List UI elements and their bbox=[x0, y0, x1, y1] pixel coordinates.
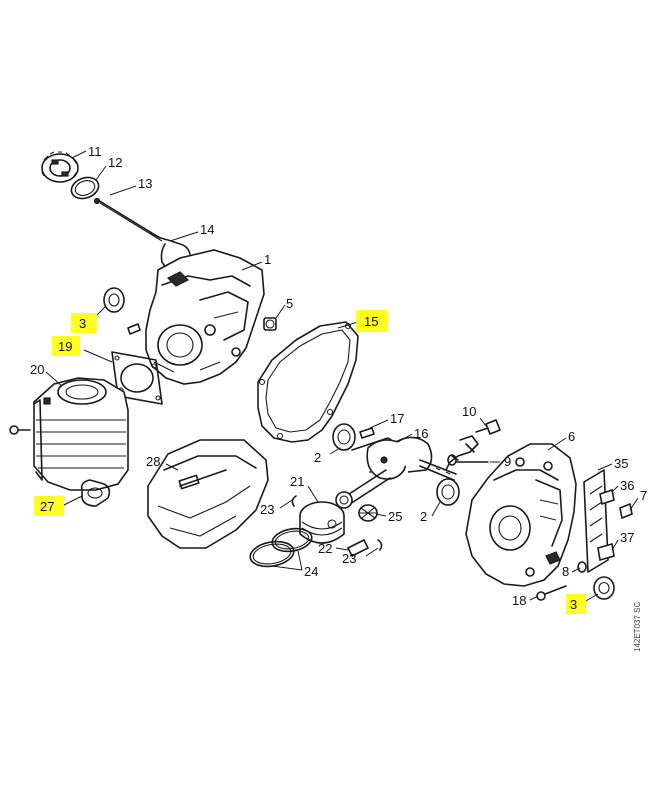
part-6-crankcase-right bbox=[465, 443, 577, 587]
part-35-plate bbox=[583, 469, 609, 573]
callout-13: 13 bbox=[138, 176, 152, 191]
part-19-gasket bbox=[111, 351, 163, 405]
callout-2-right: 2 bbox=[420, 509, 427, 524]
part-9-tube bbox=[447, 454, 489, 466]
callout-17: 17 bbox=[390, 411, 404, 426]
callout-21: 21 bbox=[290, 474, 304, 489]
callout-16: 16 bbox=[414, 426, 428, 441]
callout-8: 8 bbox=[562, 564, 569, 579]
callout-12: 12 bbox=[108, 155, 122, 170]
part-8-plug bbox=[577, 561, 587, 573]
callout-18: 18 bbox=[512, 593, 526, 608]
part-5-bolt bbox=[263, 317, 277, 331]
part-27-exhaust-gasket bbox=[80, 479, 111, 507]
part-2-bearing-right bbox=[436, 478, 460, 506]
part-16-crankshaft bbox=[351, 436, 457, 481]
callout-28: 28 bbox=[146, 454, 160, 469]
highlight-boxes bbox=[34, 310, 586, 614]
part-21-piston bbox=[299, 501, 345, 544]
part-7-screw bbox=[619, 502, 633, 520]
callout-36: 36 bbox=[620, 478, 634, 493]
callout-7: 7 bbox=[640, 488, 647, 503]
callout-10: 10 bbox=[462, 404, 476, 419]
part-1-crankcase-left bbox=[145, 249, 265, 385]
part-20-cylinder bbox=[33, 377, 129, 491]
callout-27: 27 bbox=[40, 499, 54, 514]
part-23-circlip-upper bbox=[291, 495, 297, 507]
callout-15: 15 bbox=[364, 314, 378, 329]
part-3-oil-seal-lower bbox=[593, 576, 615, 600]
drawing-code: 142ET037 SC bbox=[633, 602, 642, 652]
part-14-hose bbox=[149, 231, 191, 269]
callout-23-lower: 23 bbox=[342, 551, 356, 566]
callout-35: 35 bbox=[614, 456, 628, 471]
part-28-cover bbox=[147, 439, 269, 549]
callout-3-lower: 3 bbox=[570, 597, 577, 612]
callout-25: 25 bbox=[388, 509, 402, 524]
callout-23-upper: 23 bbox=[260, 502, 274, 517]
callout-19: 19 bbox=[58, 339, 72, 354]
part-15-crankcase-gasket bbox=[257, 321, 359, 443]
part-small-screw bbox=[127, 323, 141, 335]
part-36-screw bbox=[599, 488, 615, 506]
callout-3-upper: 3 bbox=[79, 316, 86, 331]
callout-2-left: 2 bbox=[314, 450, 321, 465]
leader-lines bbox=[45, 150, 639, 603]
part-12-ring bbox=[70, 176, 100, 200]
part-18-screw bbox=[536, 585, 567, 601]
part-24-piston-rings bbox=[249, 527, 313, 568]
part-25-needle-cage bbox=[358, 504, 378, 522]
part-cylinder-screw bbox=[9, 425, 31, 435]
part-37-screw bbox=[597, 542, 615, 562]
callout-5: 5 bbox=[286, 296, 293, 311]
callout-6: 6 bbox=[568, 429, 575, 444]
part-2-bearing-left bbox=[332, 423, 356, 451]
callout-22: 22 bbox=[318, 541, 332, 556]
callout-11: 11 bbox=[88, 144, 102, 159]
part-17-key bbox=[359, 427, 375, 439]
callout-14: 14 bbox=[200, 222, 214, 237]
callout-24: 24 bbox=[304, 564, 318, 579]
part-3-oil-seal-upper bbox=[103, 287, 125, 313]
callout-9: 9 bbox=[504, 454, 511, 469]
part-connecting-rod bbox=[335, 469, 391, 509]
callout-1: 1 bbox=[264, 252, 271, 267]
callout-labels: 11 12 13 14 1 5 3 19 15 20 17 16 10 6 2 … bbox=[30, 144, 647, 612]
part-13-rod bbox=[93, 197, 163, 242]
part-22-piston-pin bbox=[346, 538, 370, 558]
part-23-circlip-lower bbox=[377, 539, 383, 551]
callout-20: 20 bbox=[30, 362, 44, 377]
part-11-sprocket bbox=[41, 151, 79, 183]
callout-37: 37 bbox=[620, 530, 634, 545]
part-10-valve bbox=[445, 419, 501, 471]
